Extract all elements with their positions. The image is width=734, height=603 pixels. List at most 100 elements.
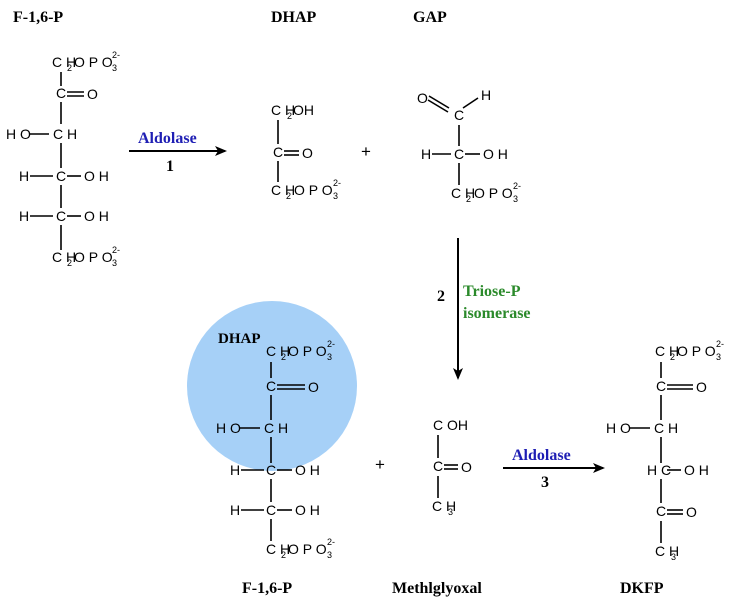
dhap-structure-top: C H 2 OH C O C H 2 O P O 3 2- xyxy=(271,102,341,201)
svg-text:2: 2 xyxy=(67,63,72,73)
svg-text:C: C xyxy=(56,85,66,101)
svg-text:3: 3 xyxy=(333,191,338,201)
step3-enzyme: Aldolase xyxy=(512,447,571,464)
svg-text:C: C xyxy=(656,503,666,519)
svg-text:2-: 2- xyxy=(513,181,521,191)
svg-text:C H: C H xyxy=(52,54,76,70)
svg-text:OH: OH xyxy=(293,102,314,118)
svg-text:C H: C H xyxy=(655,343,679,359)
label-f16p-bottom: F-1,6-P xyxy=(242,580,292,597)
svg-text:O H: O H xyxy=(684,462,709,478)
svg-text:3: 3 xyxy=(448,507,453,517)
svg-text:H: H xyxy=(230,502,240,518)
svg-text:O H: O H xyxy=(295,462,320,478)
svg-text:H: H xyxy=(19,168,29,184)
svg-text:3: 3 xyxy=(716,352,721,362)
svg-text:C: C xyxy=(56,168,66,184)
svg-text:O H: O H xyxy=(295,502,320,518)
svg-text:C: C xyxy=(454,107,464,123)
svg-text:O: O xyxy=(308,379,319,395)
svg-text:2: 2 xyxy=(287,111,292,121)
svg-text:2: 2 xyxy=(67,258,72,268)
svg-text:H: H xyxy=(230,462,240,478)
f16p-structure-top: C H 2 O P O 3 2- C O H O C H H C O H H C… xyxy=(6,50,120,268)
gap-structure: O H C H C O H C H 2 O P O 3 2- xyxy=(417,87,521,204)
dkfp-structure: C H 2 O P O 3 2- C O H O C H H C O H C O… xyxy=(606,339,724,562)
svg-text:C: C xyxy=(454,146,464,162)
svg-text:C H: C H xyxy=(266,343,290,359)
svg-text:C: C xyxy=(273,144,283,160)
svg-text:O H: O H xyxy=(84,208,109,224)
svg-text:C: C xyxy=(266,378,276,394)
svg-text:C H: C H xyxy=(52,249,76,265)
svg-text:O: O xyxy=(686,504,697,520)
step1-number: 1 xyxy=(166,158,174,175)
step3-number: 3 xyxy=(541,474,549,491)
label-gap-top: GAP xyxy=(413,9,447,26)
svg-text:C: C xyxy=(433,458,443,474)
step2-number: 2 xyxy=(437,288,445,305)
svg-text:O P O: O P O xyxy=(288,343,327,359)
step1-enzyme: Aldolase xyxy=(138,130,197,147)
svg-text:H: H xyxy=(19,208,29,224)
label-dkfp: DKFP xyxy=(620,580,664,597)
svg-text:2-: 2- xyxy=(716,339,724,349)
svg-text:3: 3 xyxy=(513,194,518,204)
svg-text:O P O: O P O xyxy=(74,249,113,265)
svg-text:2-: 2- xyxy=(327,339,335,349)
svg-text:2: 2 xyxy=(466,194,471,204)
svg-text:O: O xyxy=(87,86,98,102)
svg-text:2: 2 xyxy=(281,550,286,560)
svg-text:O: O xyxy=(417,90,428,106)
label-dhap-circle: DHAP xyxy=(218,331,261,347)
svg-text:3: 3 xyxy=(327,550,332,560)
svg-text:3: 3 xyxy=(112,63,117,73)
methylglyoxal-structure: C OH C O C H 3 xyxy=(432,417,472,517)
step2-enzyme-line2: isomerase xyxy=(463,305,531,322)
svg-text:O P O: O P O xyxy=(74,54,113,70)
f16p-structure-bottom: C H 2 O P O 3 2- C O H O C H H C O H H C… xyxy=(216,339,335,560)
svg-text:C H: C H xyxy=(271,182,295,198)
svg-text:C H: C H xyxy=(654,420,678,436)
label-f16p-top: F-1,6-P xyxy=(13,9,63,26)
svg-text:C H: C H xyxy=(432,498,456,514)
svg-text:C H: C H xyxy=(451,185,475,201)
svg-text:C H: C H xyxy=(271,102,295,118)
svg-text:C: C xyxy=(266,502,276,518)
svg-text:2-: 2- xyxy=(112,50,120,60)
svg-text:H C: H C xyxy=(647,462,671,478)
svg-text:C: C xyxy=(266,462,276,478)
step2-enzyme-line1: Triose-P xyxy=(463,283,521,300)
svg-text:3: 3 xyxy=(671,552,676,562)
svg-text:3: 3 xyxy=(112,258,117,268)
svg-text:O: O xyxy=(696,379,707,395)
svg-text:O P O: O P O xyxy=(474,185,513,201)
svg-text:O H: O H xyxy=(483,146,508,162)
svg-text:C: C xyxy=(56,208,66,224)
label-dhap-top: DHAP xyxy=(271,9,317,26)
svg-text:2: 2 xyxy=(281,352,286,362)
svg-text:C: C xyxy=(656,378,666,394)
svg-text:C OH: C OH xyxy=(433,417,468,433)
svg-text:O: O xyxy=(302,145,313,161)
svg-text:C H: C H xyxy=(264,420,288,436)
svg-text:H: H xyxy=(481,87,491,103)
svg-text:O P O: O P O xyxy=(294,182,333,198)
svg-text:O P O: O P O xyxy=(288,541,327,557)
svg-text:C H: C H xyxy=(266,541,290,557)
svg-text:C H: C H xyxy=(53,126,77,142)
svg-text:H O: H O xyxy=(606,420,631,436)
svg-text:2-: 2- xyxy=(327,537,335,547)
svg-text:2-: 2- xyxy=(112,245,120,255)
plus-bottom: + xyxy=(375,455,385,474)
label-methylglyoxal: Methlglyoxal xyxy=(392,580,482,597)
svg-text:O H: O H xyxy=(84,168,109,184)
svg-text:H O: H O xyxy=(216,420,241,436)
dhap-highlight-circle xyxy=(187,301,357,471)
svg-text:C H: C H xyxy=(655,543,679,559)
svg-text:2: 2 xyxy=(286,191,291,201)
svg-text:H O: H O xyxy=(6,126,31,142)
svg-text:2-: 2- xyxy=(333,178,341,188)
plus-top: + xyxy=(361,142,371,161)
